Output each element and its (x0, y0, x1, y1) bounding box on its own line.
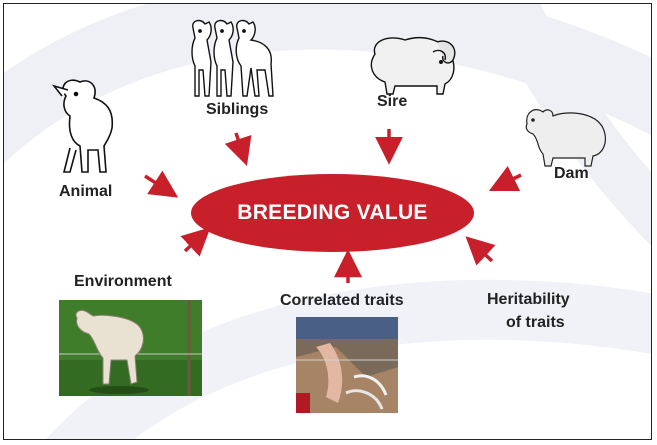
label-siblings: Siblings (206, 101, 268, 119)
ewe-icon (519, 104, 609, 170)
slide-frame: Animal Siblings Sire Dam Environment Cor… (3, 3, 652, 440)
ram-icon (361, 32, 461, 98)
breeding-value-node: BREEDING VALUE (191, 174, 474, 252)
lamb-icon (48, 76, 124, 176)
label-dam: Dam (554, 165, 589, 183)
correlated-traits-photo (296, 317, 398, 413)
label-sire: Sire (377, 93, 407, 111)
siblings-lambs-icon (187, 18, 283, 100)
label-of-traits: of traits (506, 314, 565, 332)
environment-photo (59, 300, 202, 396)
label-heritability: Heritability (487, 291, 570, 309)
label-correlated-traits: Correlated traits (280, 292, 404, 310)
label-environment: Environment (74, 273, 172, 291)
label-animal: Animal (59, 183, 112, 201)
breeding-value-label: BREEDING VALUE (237, 201, 428, 225)
